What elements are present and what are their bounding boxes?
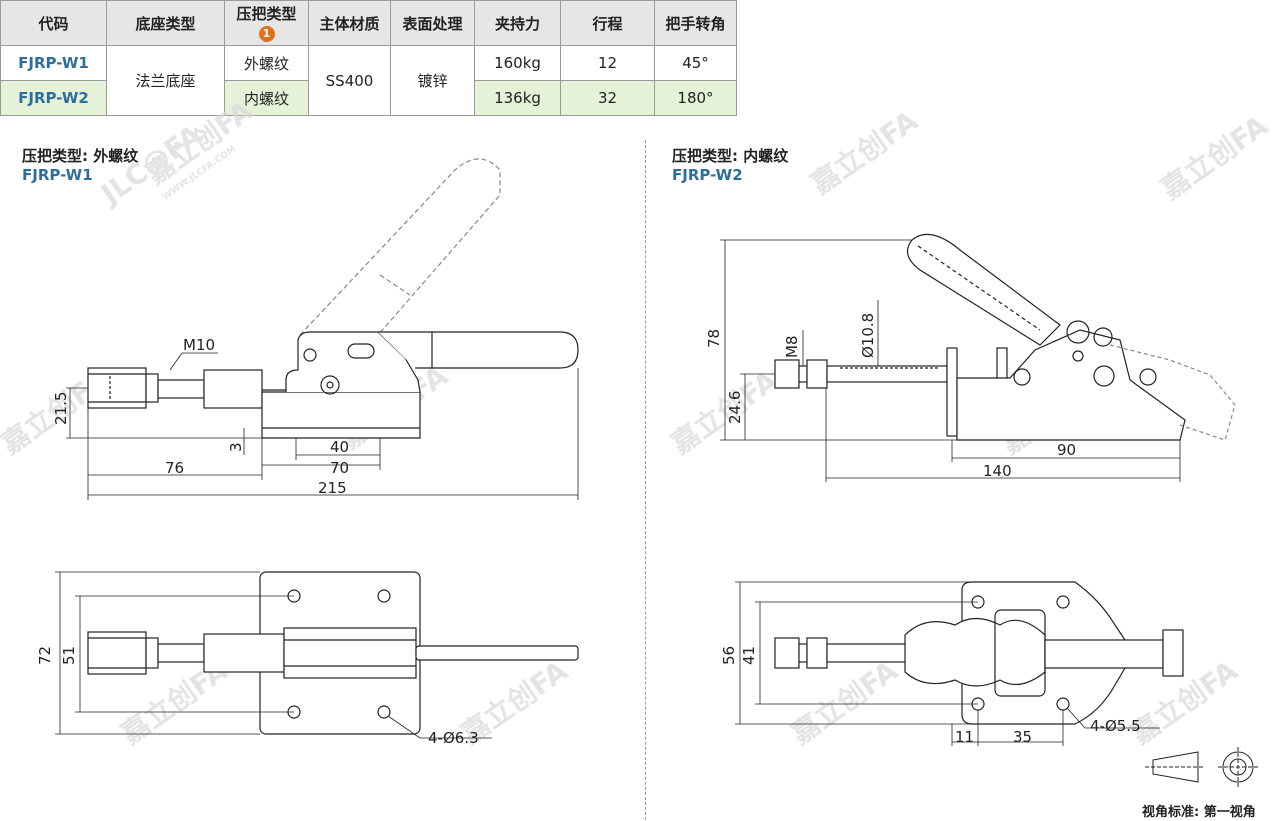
- watermark-cn: 嘉立创FA: [785, 654, 904, 751]
- spec-table: 代码 底座类型 压把类型 1 主体材质 表面处理 夹持力 行程 把手转角 FJR…: [0, 0, 737, 116]
- cell-code: FJRP-W2: [0, 80, 107, 116]
- table-header-row: 代码 底座类型 压把类型 1 主体材质 表面处理 夹持力 行程 把手转角: [0, 0, 737, 46]
- cell-force: 136kg: [474, 80, 561, 116]
- dim-40: 40: [330, 438, 349, 456]
- dim-215: 215: [318, 479, 347, 497]
- cell-angle: 45°: [654, 45, 737, 81]
- section-divider: [645, 140, 646, 820]
- left-section-code: FJRP-W1: [22, 166, 93, 184]
- cell-finish: 镀锌: [390, 45, 475, 116]
- view-standard-label: 视角标准: 第一视角: [1142, 805, 1256, 820]
- dim-70: 70: [330, 459, 349, 477]
- right-top-view: [735, 581, 1184, 746]
- dim-3: 3: [227, 442, 245, 452]
- first-angle-projection-icon: [1145, 747, 1258, 787]
- col-stroke: 行程: [560, 0, 655, 46]
- dim-90: 90: [1057, 441, 1076, 459]
- dim-76: 76: [165, 459, 184, 477]
- table-row: FJRP-W2 内螺纹 136kg 32 180°: [0, 80, 737, 116]
- cell-handle: 外螺纹: [224, 45, 309, 81]
- right-side-view: [720, 233, 1236, 482]
- dim-72: 72: [36, 646, 54, 665]
- col-code: 代码: [0, 0, 107, 46]
- note-badge: 1: [258, 25, 275, 42]
- dim-dia: Ø10.8: [859, 313, 877, 358]
- dim-41: 41: [740, 646, 758, 665]
- col-angle: 把手转角: [654, 0, 737, 46]
- dim-78: 78: [705, 329, 723, 348]
- dim-hole: 4-Ø6.3: [428, 729, 479, 747]
- table-row: FJRP-W1 法兰底座 外螺纹 SS400 镀锌 160kg 12 45°: [0, 45, 737, 116]
- watermark-cn: 嘉立创FA: [805, 104, 924, 201]
- dim-51: 51: [60, 646, 78, 665]
- right-section-code: FJRP-W2: [672, 166, 743, 184]
- dim-m8: M8: [783, 336, 801, 359]
- right-section-title: 压把类型: 内螺纹: [672, 147, 789, 165]
- dim-35: 35: [1013, 728, 1032, 746]
- watermark-cn: 嘉立创FA: [1155, 109, 1273, 206]
- col-finish: 表面处理: [390, 0, 475, 46]
- dim-11: 11: [955, 728, 974, 746]
- col-material: 主体材质: [308, 0, 391, 46]
- cell-force: 160kg: [474, 45, 561, 81]
- dim-56: 56: [720, 646, 738, 665]
- cell-material: SS400: [308, 45, 391, 116]
- col-handle-label: 压把类型: [236, 4, 297, 23]
- watermark-cn: 嘉立创FA: [665, 364, 784, 461]
- dim-hole-right: 4-Ø5.5: [1090, 717, 1141, 735]
- left-top-view: [55, 571, 579, 739]
- dim-thread: M10: [183, 336, 215, 354]
- dim-height: 21.5: [52, 392, 70, 425]
- dim-140: 140: [983, 462, 1012, 480]
- cell-handle: 内螺纹: [224, 80, 309, 116]
- cell-angle: 180°: [654, 80, 737, 116]
- left-side-view: [66, 158, 579, 500]
- left-section-title: 压把类型: 外螺纹: [22, 147, 139, 165]
- dim-24-6: 24.6: [726, 391, 744, 424]
